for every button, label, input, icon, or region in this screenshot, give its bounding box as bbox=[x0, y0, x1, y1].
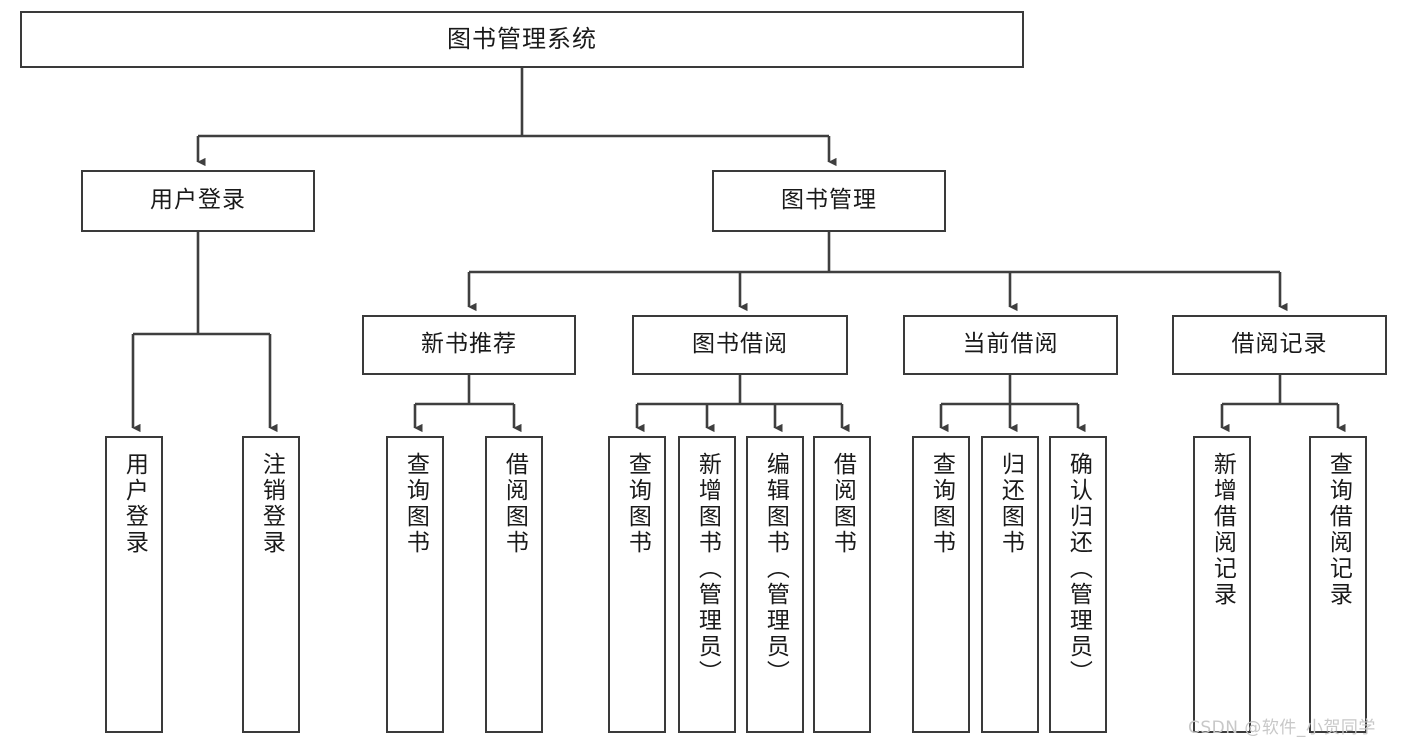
leaf-newbook-borrow-book[interactable]: 借阅图书 bbox=[485, 436, 543, 733]
leaf-user-logout[interactable]: 注销登录 bbox=[242, 436, 300, 733]
node-label: 确认归还（管理员） bbox=[1065, 452, 1092, 686]
node-label: 借阅记录 bbox=[1231, 331, 1328, 358]
leaf-borrow-borrow-book[interactable]: 借阅图书 bbox=[813, 436, 871, 733]
node-book-management[interactable]: 图书管理 bbox=[712, 170, 946, 232]
node-label: 查询图书 bbox=[928, 452, 955, 556]
node-current-borrow[interactable]: 当前借阅 bbox=[903, 315, 1118, 375]
node-new-book-recommend[interactable]: 新书推荐 bbox=[362, 315, 576, 375]
watermark-text: CSDN @软件_小贺同学 bbox=[1188, 718, 1376, 738]
node-user-login[interactable]: 用户登录 bbox=[81, 170, 315, 232]
leaf-borrow-edit-book-admin[interactable]: 编辑图书（管理员） bbox=[746, 436, 804, 733]
node-label: 借阅图书 bbox=[829, 452, 856, 556]
node-root-system[interactable]: 图书管理系统 bbox=[20, 11, 1024, 68]
node-label: 新增借阅记录 bbox=[1209, 452, 1236, 608]
node-label: 用户登录 bbox=[121, 452, 148, 556]
leaf-borrow-add-book-admin[interactable]: 新增图书（管理员） bbox=[678, 436, 736, 733]
node-label: 新增图书（管理员） bbox=[694, 452, 721, 686]
node-label: 当前借阅 bbox=[962, 331, 1059, 358]
leaf-record-query-record[interactable]: 查询借阅记录 bbox=[1309, 436, 1367, 733]
leaf-newbook-query-book[interactable]: 查询图书 bbox=[386, 436, 444, 733]
leaf-current-query-book[interactable]: 查询图书 bbox=[912, 436, 970, 733]
node-label: 查询图书 bbox=[624, 452, 651, 556]
node-label: 图书管理 bbox=[781, 187, 877, 214]
node-label: 归还图书 bbox=[997, 452, 1024, 556]
node-label: 查询图书 bbox=[402, 452, 429, 556]
node-label: 用户登录 bbox=[150, 187, 246, 214]
node-label: 借阅图书 bbox=[501, 452, 528, 556]
node-book-borrow[interactable]: 图书借阅 bbox=[632, 315, 848, 375]
leaf-borrow-query-book[interactable]: 查询图书 bbox=[608, 436, 666, 733]
node-label: 编辑图书（管理员） bbox=[762, 452, 789, 686]
node-label: 查询借阅记录 bbox=[1325, 452, 1352, 608]
node-label: 图书管理系统 bbox=[447, 25, 597, 54]
node-label: 新书推荐 bbox=[421, 331, 517, 358]
node-borrow-record[interactable]: 借阅记录 bbox=[1172, 315, 1387, 375]
leaf-user-login[interactable]: 用户登录 bbox=[105, 436, 163, 733]
node-label: 图书借阅 bbox=[692, 331, 788, 358]
leaf-record-add-record[interactable]: 新增借阅记录 bbox=[1193, 436, 1251, 733]
leaf-current-confirm-return-admin[interactable]: 确认归还（管理员） bbox=[1049, 436, 1107, 733]
leaf-current-return-book[interactable]: 归还图书 bbox=[981, 436, 1039, 733]
node-label: 注销登录 bbox=[258, 452, 285, 556]
